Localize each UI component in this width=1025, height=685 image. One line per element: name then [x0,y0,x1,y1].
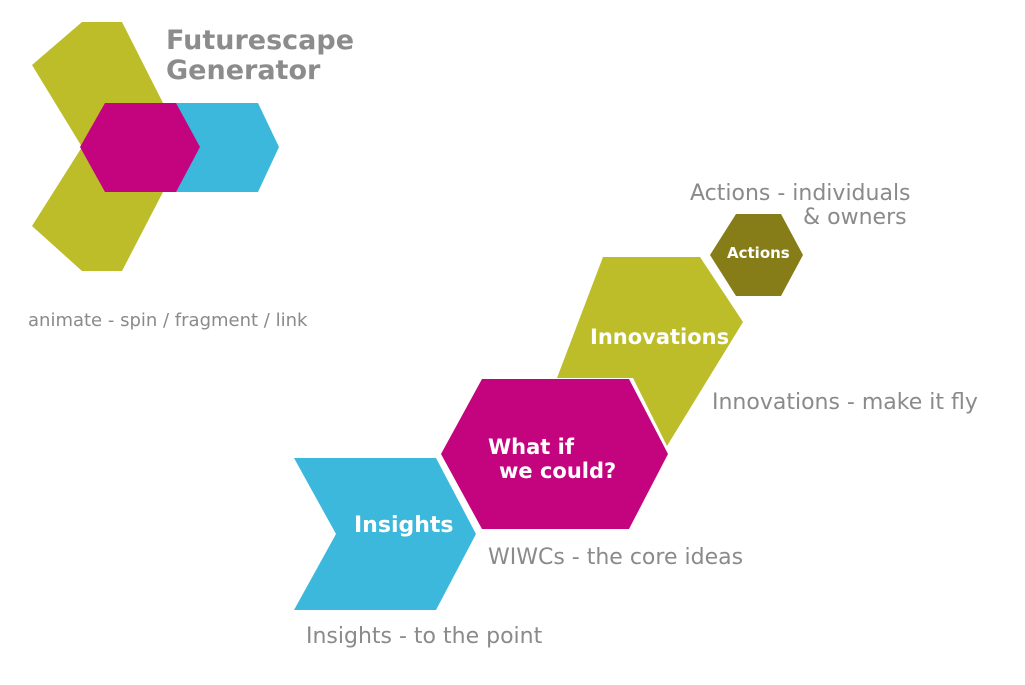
actions-caption-line1: Actions - individuals [690,181,911,206]
logo [32,22,279,271]
app-title-line2: Generator [166,55,321,86]
innovations-shape [557,257,743,446]
whatif-hexagon [441,379,668,529]
actions-hexagon [710,214,803,296]
logo-magenta-hexagon [80,103,200,192]
logo-cyan-arrow [160,103,279,192]
insights-chevron [294,458,476,610]
actions-label: Actions [727,244,790,262]
actions-caption-line2: & owners [803,205,907,230]
whatif-label-line1: What if [488,435,574,459]
innovations-label: Innovations [590,325,730,349]
insights-caption: Insights - to the point [306,624,543,649]
insights-label: Insights [354,513,454,538]
animate-caption: animate - spin / fragment / link [28,310,308,331]
app-title: Futurescape Generator [166,26,354,86]
innovations-caption: Innovations - make it fly [712,390,978,415]
wiwcs-caption: WIWCs - the core ideas [488,545,744,570]
app-title-line1: Futurescape [166,25,355,56]
whatif-label-line2: we could? [499,459,617,483]
